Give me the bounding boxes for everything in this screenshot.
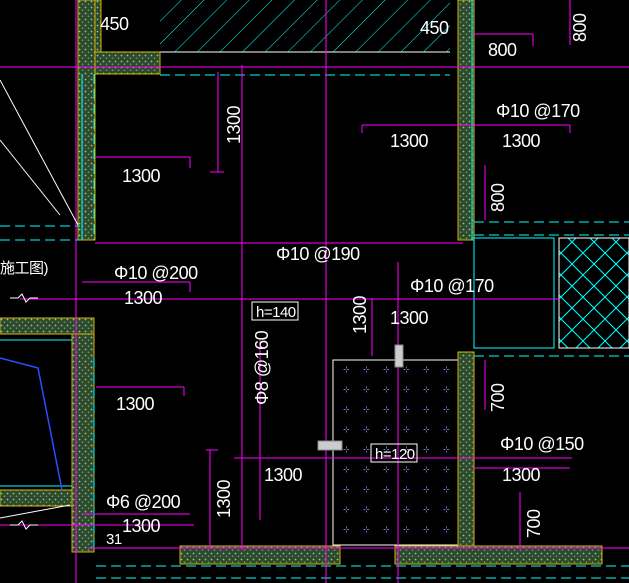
- dim-700-low: 700: [524, 509, 544, 538]
- rebar-vert: Φ8 @160: [252, 330, 272, 405]
- dim-31: 31: [106, 531, 122, 548]
- rebar-left-1: Φ10 @200: [114, 263, 198, 283]
- rebar-right-mid: Φ10 @170: [410, 276, 494, 296]
- top-opening-hatch: [160, 0, 450, 53]
- rebar-right-low: Φ10 @150: [500, 434, 584, 454]
- right-cross-hatch: [558, 237, 629, 349]
- dim-450-left: 450: [100, 14, 129, 34]
- blue-boundary: [0, 357, 63, 491]
- dim-1300-vert-low: 1300: [214, 479, 234, 518]
- walls: [0, 0, 603, 565]
- dim-1300-top-right: 1300: [502, 131, 541, 151]
- rebar-top-right: Φ10 @170: [496, 101, 580, 121]
- rebar-center: Φ10 @190: [276, 244, 360, 264]
- dim-1300-vert-top: 1300: [224, 105, 244, 144]
- dim-1300-left-2: 1300: [124, 288, 163, 308]
- cyan-dashed-lines: [0, 74, 629, 579]
- dim-1300-low-right: 1300: [502, 465, 541, 485]
- dim-700-right: 700: [488, 383, 508, 412]
- cyan-outlines: [0, 0, 555, 487]
- slab-thk-2: h=120: [375, 446, 415, 463]
- dotted-slab: [332, 359, 462, 546]
- dim-1300-left-3: 1300: [116, 394, 155, 414]
- rebar-markers: [317, 344, 404, 451]
- rebar-left-low: Φ6 @200: [106, 492, 181, 512]
- slab-thk-1: h=140: [256, 304, 296, 321]
- dim-800-top: 800: [488, 40, 517, 60]
- white-diagonals: [0, 79, 79, 519]
- dim-800-right-vert: 800: [488, 183, 508, 212]
- dim-1300-top-mid: 1300: [390, 131, 429, 151]
- dim-1300-low-mid: 1300: [264, 465, 303, 485]
- labels: 450 450 800 800 Φ10 @170 1300 1300 1300 …: [0, 13, 590, 548]
- break-marks: [10, 293, 38, 530]
- dim-1300-left-low: 1300: [122, 516, 161, 536]
- note-left: 施工图): [0, 260, 49, 277]
- dim-1300-vert-mid: 1300: [350, 295, 370, 334]
- dim-1300-right-mid: 1300: [390, 308, 429, 328]
- slab-thickness-boxes: [251, 301, 418, 463]
- dim-1300-left-1: 1300: [122, 166, 161, 186]
- dim-800-top-vert: 800: [570, 13, 590, 42]
- dim-450-right: 450: [420, 18, 449, 38]
